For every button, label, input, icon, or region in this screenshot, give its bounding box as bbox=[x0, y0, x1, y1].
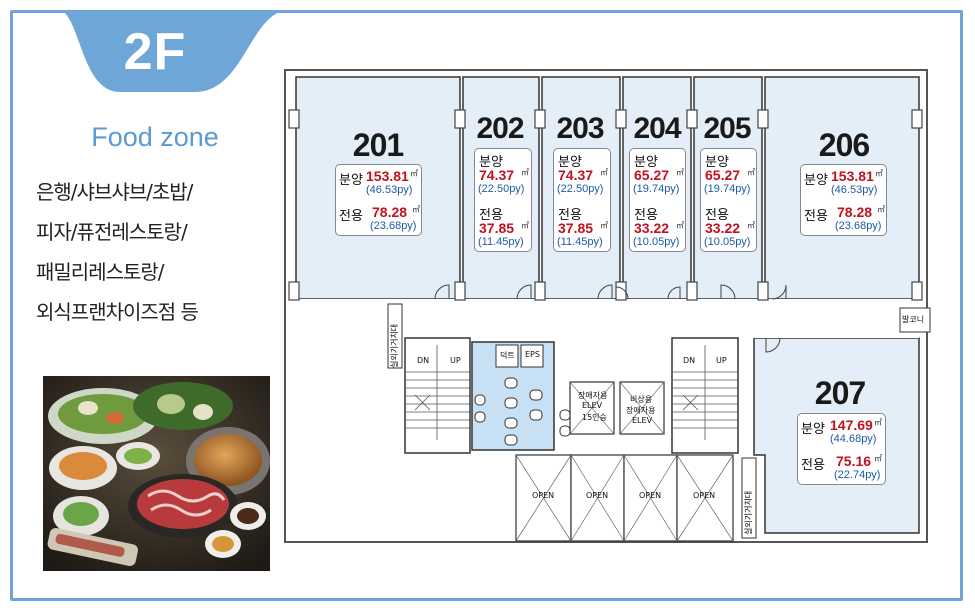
exclusive-label: 전용 bbox=[479, 208, 503, 223]
sale-sqm: 74.37 bbox=[558, 167, 594, 183]
stair-right-dn: DN bbox=[683, 356, 696, 365]
sqm-unit: ㎡ bbox=[874, 418, 882, 427]
floor-tab-background bbox=[10, 10, 300, 92]
sale-label: 분양 bbox=[801, 422, 825, 437]
sale-py: (46.53py) bbox=[831, 184, 878, 196]
unit-201-number: 201 bbox=[352, 127, 404, 163]
open-void-3: OPEN bbox=[639, 491, 662, 500]
sqm-unit: ㎡ bbox=[874, 454, 882, 463]
exclusive-label: 전용 bbox=[804, 209, 828, 224]
exclusive-py: (23.68py) bbox=[370, 220, 417, 232]
exclusive-py: (11.45py) bbox=[557, 236, 603, 248]
category-line-1: 은행/샤브샤브/초밥/ bbox=[36, 180, 193, 204]
exclusive-sqm: 78.28 bbox=[372, 204, 408, 220]
zone-title: Food zone bbox=[91, 122, 219, 152]
elev-stretcher-disabled-label: 장애자용 bbox=[626, 406, 656, 415]
food-photo bbox=[43, 376, 270, 571]
outdoor-unit-left-label: 실외기거치대 bbox=[390, 323, 399, 368]
stair-right-up: UP bbox=[716, 356, 727, 365]
eps-label: EPS bbox=[525, 350, 540, 359]
sqm-unit: ㎡ bbox=[747, 221, 755, 230]
elev-2-label: ELEV bbox=[632, 416, 653, 425]
unit-202-area-box: 분양 74.37 ㎡ (22.50py) 전용 37.85 ㎡ (11.45py) bbox=[474, 148, 532, 252]
unit-204-area-box: 분양 65.27 ㎡ (19.74py) 전용 33.22 ㎡ (10.05py) bbox=[629, 148, 686, 252]
shaft-label: 덕트 bbox=[500, 351, 515, 360]
sqm-unit: ㎡ bbox=[747, 168, 755, 177]
sqm-unit: ㎡ bbox=[412, 205, 420, 214]
sale-py: (22.50py) bbox=[478, 183, 525, 195]
sqm-unit: ㎡ bbox=[600, 221, 608, 230]
sqm-unit: ㎡ bbox=[676, 168, 684, 177]
unit-207-number: 207 bbox=[814, 375, 866, 411]
category-line-4: 외식프랜차이즈점 등 bbox=[36, 300, 199, 324]
stair-left-dn: DN bbox=[417, 356, 430, 365]
stair-left-up: UP bbox=[450, 356, 461, 365]
exclusive-label: 전용 bbox=[339, 209, 363, 224]
unit-205-area-box: 분양 65.27 ㎡ (19.74py) 전용 33.22 ㎡ (10.05py) bbox=[700, 148, 757, 252]
exclusive-py: (22.74py) bbox=[834, 469, 881, 481]
unit-204-number: 204 bbox=[633, 112, 681, 145]
sale-py: (19.74py) bbox=[704, 183, 751, 195]
outdoor-unit-right-label: 실외기거치대 bbox=[744, 490, 753, 535]
exclusive-label: 전용 bbox=[801, 458, 825, 473]
sqm-unit: ㎡ bbox=[875, 169, 883, 178]
sqm-unit: ㎡ bbox=[600, 168, 608, 177]
floor-label: 2F bbox=[123, 23, 187, 81]
open-void-2: OPEN bbox=[586, 491, 609, 500]
sale-py: (46.53py) bbox=[366, 184, 413, 196]
exclusive-sqm: 75.16 bbox=[836, 453, 872, 469]
sale-label: 분양 bbox=[705, 155, 729, 170]
sale-label: 분양 bbox=[634, 155, 658, 170]
unit-206-number: 206 bbox=[818, 127, 870, 163]
exclusive-sqm: 33.22 bbox=[705, 220, 741, 236]
exclusive-label: 전용 bbox=[705, 208, 729, 223]
sale-label: 분양 bbox=[479, 155, 503, 170]
elev-stretcher-label: 비상용 bbox=[630, 395, 653, 404]
unit-203-number: 203 bbox=[556, 112, 604, 145]
unit-205-number: 205 bbox=[703, 112, 751, 145]
page-frame bbox=[10, 10, 963, 601]
exclusive-sqm: 37.85 bbox=[479, 220, 515, 236]
exclusive-sqm: 78.28 bbox=[837, 204, 873, 220]
open-void-1: OPEN bbox=[532, 491, 555, 500]
exclusive-py: (10.05py) bbox=[704, 236, 751, 248]
exclusive-py: (10.05py) bbox=[633, 236, 680, 248]
elev-capacity-label: 15인승 bbox=[582, 413, 607, 422]
exclusive-sqm: 33.22 bbox=[634, 220, 670, 236]
category-line-2: 피자/퓨전레스토랑/ bbox=[36, 220, 188, 244]
exclusive-sqm: 37.85 bbox=[558, 220, 594, 236]
sqm-unit: ㎡ bbox=[410, 169, 418, 178]
sale-sqm: 153.81 bbox=[366, 168, 409, 184]
sqm-unit: ㎡ bbox=[877, 205, 885, 214]
sale-py: (19.74py) bbox=[633, 183, 680, 195]
sale-sqm: 65.27 bbox=[634, 167, 670, 183]
sale-sqm: 153.81 bbox=[831, 168, 874, 184]
balcony-label: 발코니 bbox=[902, 315, 925, 324]
sale-sqm: 65.27 bbox=[705, 167, 741, 183]
sale-label: 분양 bbox=[804, 173, 828, 188]
category-line-3: 패밀리레스토랑/ bbox=[36, 260, 165, 284]
sale-sqm: 74.37 bbox=[479, 167, 515, 183]
elev-disabled-label: 장애자용 bbox=[578, 391, 608, 400]
exclusive-label: 전용 bbox=[558, 208, 582, 223]
sale-py: (22.50py) bbox=[557, 183, 604, 195]
unit-203-area-box: 분양 74.37 ㎡ (22.50py) 전용 37.85 ㎡ (11.45py) bbox=[553, 148, 611, 252]
sqm-unit: ㎡ bbox=[521, 168, 529, 177]
exclusive-py: (23.68py) bbox=[835, 220, 882, 232]
sale-label: 분양 bbox=[558, 155, 582, 170]
exclusive-label: 전용 bbox=[634, 208, 658, 223]
elev-label: ELEV bbox=[582, 401, 603, 410]
sqm-unit: ㎡ bbox=[521, 221, 529, 230]
unit-202-number: 202 bbox=[476, 112, 524, 145]
exclusive-py: (11.45py) bbox=[478, 236, 524, 248]
sale-label: 분양 bbox=[339, 173, 363, 188]
sqm-unit: ㎡ bbox=[676, 221, 684, 230]
sale-py: (44.68py) bbox=[830, 433, 877, 445]
open-void-4: OPEN bbox=[693, 491, 716, 500]
sale-sqm: 147.69 bbox=[830, 417, 873, 433]
